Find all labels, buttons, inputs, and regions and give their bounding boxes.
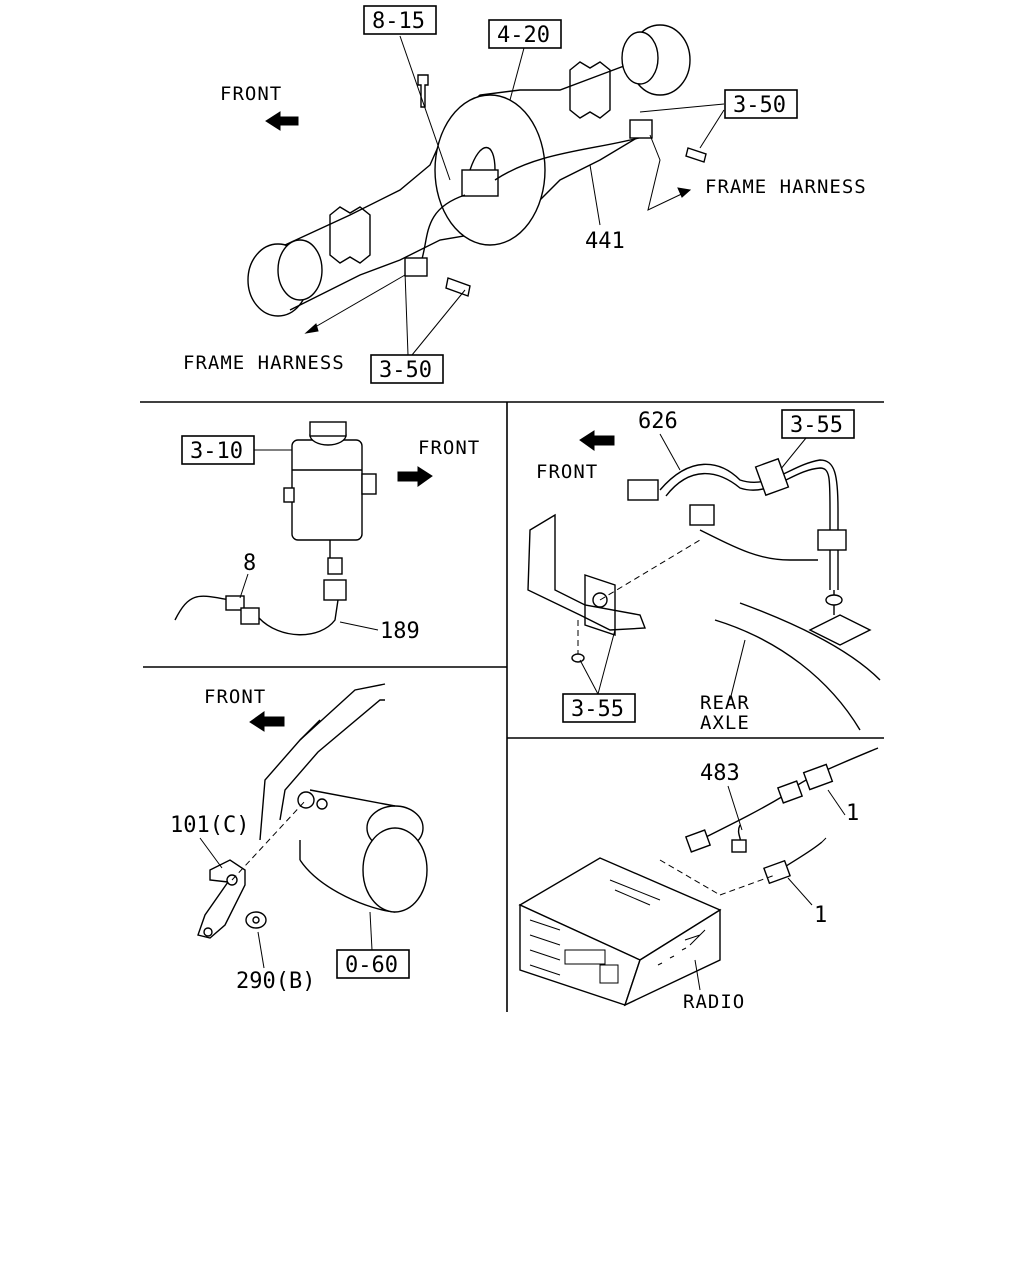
brake-hose bbox=[627, 457, 872, 646]
rear-axle-label-line1: REAR bbox=[700, 692, 750, 714]
front-arrow-icon bbox=[397, 466, 433, 487]
harness-483 bbox=[684, 747, 879, 853]
panel-starter: FRONT 101(C) 290(B) bbox=[170, 683, 428, 994]
panel-brake-line: 626 3-55 FRONT bbox=[527, 409, 881, 734]
panel-reservoir: 3-10 FRONT 8 189 bbox=[174, 421, 480, 644]
front-arrow-icon bbox=[249, 711, 285, 732]
part-189: 189 bbox=[380, 619, 420, 644]
fluid-reservoir bbox=[283, 421, 377, 575]
harness-189 bbox=[174, 579, 347, 636]
frame-harness-label-left: FRAME HARNESS bbox=[183, 352, 345, 374]
nut-290b-icon bbox=[245, 911, 267, 929]
part-290b: 290(B) bbox=[236, 969, 315, 994]
front-label: FRONT bbox=[536, 461, 598, 483]
rear-axle-outline bbox=[714, 602, 881, 731]
ref-3-10: 3-10 bbox=[190, 439, 243, 464]
harness-1 bbox=[763, 837, 827, 885]
panel-axle-harness: FRONT bbox=[183, 5, 867, 384]
radio-label: RADIO bbox=[683, 991, 745, 1013]
ref-3-55-top: 3-55 bbox=[790, 413, 843, 438]
part-441: 441 bbox=[585, 229, 625, 254]
front-label: FRONT bbox=[418, 437, 480, 459]
bolt-icon bbox=[685, 147, 707, 163]
front-arrow-icon bbox=[579, 430, 615, 451]
bracket bbox=[527, 513, 701, 663]
front-label: FRONT bbox=[220, 83, 282, 105]
front-label: FRONT bbox=[204, 686, 266, 708]
starter-motor bbox=[297, 789, 428, 913]
part-483: 483 bbox=[700, 761, 740, 786]
panel-radio: 483 1 1 bbox=[518, 747, 879, 1013]
ref-8-15: 8-15 bbox=[372, 9, 425, 34]
part-8: 8 bbox=[243, 551, 256, 576]
rear-axle-label-line2: AXLE bbox=[700, 712, 750, 734]
frame-rail bbox=[259, 683, 386, 841]
ref-3-50-bottom: 3-50 bbox=[379, 358, 432, 383]
front-arrow-icon bbox=[265, 111, 299, 131]
abs-sensor-harness bbox=[404, 119, 653, 277]
part-1-top: 1 bbox=[846, 801, 859, 826]
part-626: 626 bbox=[638, 409, 678, 434]
radio-unit bbox=[518, 857, 722, 1007]
ref-0-60: 0-60 bbox=[345, 953, 398, 978]
bolt-icon bbox=[445, 277, 471, 297]
bracket-101c bbox=[197, 799, 307, 939]
part-101c: 101(C) bbox=[170, 813, 249, 838]
ref-3-55-bottom: 3-55 bbox=[571, 697, 624, 722]
ref-3-50-top: 3-50 bbox=[733, 93, 786, 118]
part-1-bottom: 1 bbox=[814, 903, 827, 928]
ref-4-20: 4-20 bbox=[497, 23, 550, 48]
frame-harness-label-right: FRAME HARNESS bbox=[705, 176, 867, 198]
